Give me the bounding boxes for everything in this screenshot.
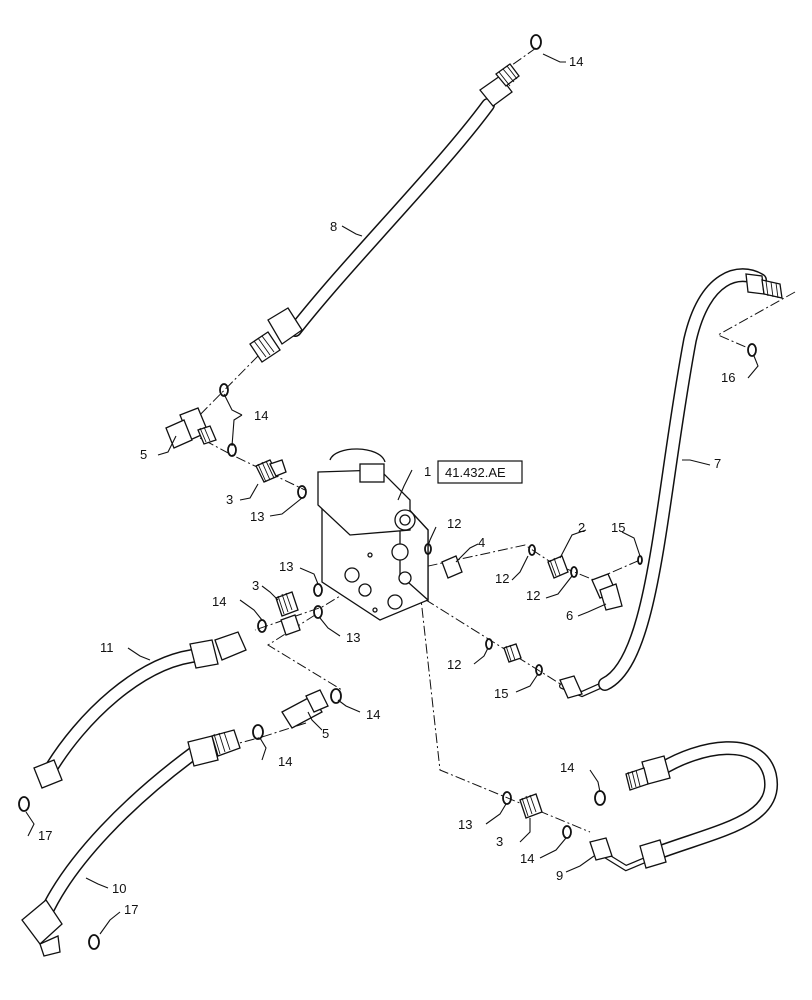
callout-14-middle: 14 (212, 594, 226, 609)
callout-14-top: 14 (569, 54, 583, 69)
callout-13-middle-top: 13 (279, 559, 293, 574)
fitting-small-15 (485, 638, 543, 676)
adapter-fitting-2 (528, 544, 578, 579)
leader-lines (25, 53, 759, 935)
callout-3-middle: 3 (252, 578, 259, 593)
callout-4: 4 (478, 535, 485, 550)
adapter-fitting-5-lower (252, 688, 342, 740)
callout-14-lower: 14 (520, 851, 534, 866)
callout-13-upper: 13 (250, 509, 264, 524)
callout-labels: 14 8 14 5 3 13 1 12 4 2 15 12 12 6 7 16 … (38, 54, 735, 917)
callout-15-lower: 15 (494, 686, 508, 701)
callout-14-upper: 14 (254, 408, 268, 423)
hose-8 (249, 34, 542, 363)
callout-17-left: 17 (38, 828, 52, 843)
callout-1: 1 (424, 464, 431, 479)
reference-box[interactable]: 41.432.AE (437, 460, 523, 484)
hose-11 (18, 631, 247, 812)
callout-14-fitting-5: 14 (366, 707, 380, 722)
elbow-fitting-5-upper (165, 383, 237, 457)
callout-3-lower: 3 (496, 834, 503, 849)
callout-17-bottom: 17 (124, 902, 138, 917)
callout-12-mid-right: 12 (526, 588, 540, 603)
callout-14-hose-10: 14 (278, 754, 292, 769)
elbow-fitting-6 (591, 555, 643, 611)
callout-10: 10 (112, 881, 126, 896)
hose-7 (559, 268, 783, 699)
callout-11: 11 (100, 640, 114, 655)
adapter-fitting-3-middle (257, 583, 323, 636)
callout-13-middle-bottom: 13 (346, 630, 360, 645)
callout-12-lower: 12 (447, 657, 461, 672)
callout-12-valve: 12 (447, 516, 461, 531)
adapter-fitting-3-upper (255, 459, 307, 499)
callout-16: 16 (721, 370, 735, 385)
hose-9 (589, 741, 779, 872)
callout-9: 9 (556, 868, 563, 883)
callout-5-upper: 5 (140, 447, 147, 462)
reference-label: 41.432.AE (445, 465, 506, 480)
callout-14-hose-9: 14 (560, 760, 574, 775)
callout-3-upper: 3 (226, 492, 233, 507)
valve-block-1 (317, 448, 429, 621)
callout-5-lower: 5 (322, 726, 329, 741)
hose-10 (21, 729, 241, 957)
adapter-fitting-3-lower (502, 791, 572, 839)
callout-8: 8 (330, 219, 337, 234)
callout-7: 7 (714, 456, 721, 471)
callout-12-mid-left: 12 (495, 571, 509, 586)
callout-13-lower: 13 (458, 817, 472, 832)
callout-15-upper: 15 (611, 520, 625, 535)
assembly-centerlines (184, 47, 796, 833)
callout-6: 6 (566, 608, 573, 623)
callout-2: 2 (578, 520, 585, 535)
